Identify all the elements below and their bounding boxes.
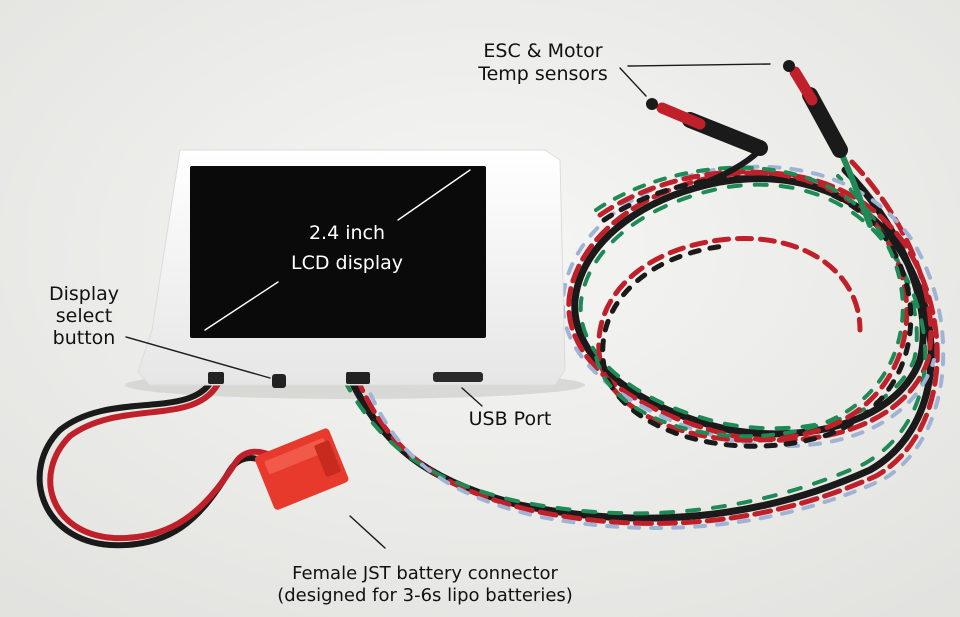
cable-strand-red-2 bbox=[596, 169, 910, 443]
lcd-label-line-1: 2.4 inch bbox=[308, 222, 386, 244]
jst-label-line-1: Female JST battery connector bbox=[292, 563, 558, 584]
usb-port bbox=[433, 372, 483, 382]
lcd-screen bbox=[190, 166, 486, 338]
callout-lcd-top bbox=[397, 169, 471, 221]
sensors-label: ESC & Motor Temp sensors bbox=[458, 40, 628, 86]
callout-usb-port bbox=[461, 387, 483, 407]
cable-strand-black bbox=[346, 166, 935, 522]
callout-jst bbox=[349, 515, 386, 549]
sensors-label-line-1: ESC & Motor bbox=[483, 40, 603, 62]
temp-sensor-left bbox=[646, 98, 768, 156]
jst-connector-label: Female JST battery connector (designed f… bbox=[250, 563, 600, 607]
callout-lcd-bottom bbox=[204, 281, 279, 331]
device-case bbox=[137, 149, 566, 388]
lcd-label: 2.4 inch LCD display bbox=[262, 218, 432, 278]
lcd-label-line-2: LCD display bbox=[291, 252, 403, 274]
callout-sensors-right bbox=[627, 63, 771, 67]
cable-strand-green-2 bbox=[594, 165, 905, 439]
cable-strand-blue bbox=[360, 164, 946, 530]
display-select-button bbox=[272, 374, 286, 388]
temp-sensor-right bbox=[783, 60, 848, 158]
sensor-lead-left bbox=[687, 147, 763, 193]
usb-port-label: USB Port bbox=[468, 408, 552, 430]
callout-lines bbox=[125, 63, 771, 549]
jst-label-line-2: (designed for 3-6s lipo batteries) bbox=[277, 585, 573, 606]
select-label-line-1: Display bbox=[48, 283, 120, 305]
jst-connector bbox=[254, 428, 349, 510]
battery-wires bbox=[36, 377, 279, 549]
select-label-line-3: button bbox=[52, 327, 116, 349]
callout-sensors-left bbox=[619, 67, 647, 97]
sensors-label-line-2: Temp sensors bbox=[478, 63, 608, 85]
callout-select-button bbox=[125, 336, 271, 379]
select-label-line-2: select bbox=[55, 305, 113, 327]
select-button-label: Display select button bbox=[34, 283, 134, 349]
battery-wire-exit bbox=[208, 372, 224, 384]
cable-strand-black-2 bbox=[600, 175, 914, 449]
sensor-cable-exit bbox=[346, 372, 370, 384]
cable-strand-green bbox=[342, 174, 928, 516]
